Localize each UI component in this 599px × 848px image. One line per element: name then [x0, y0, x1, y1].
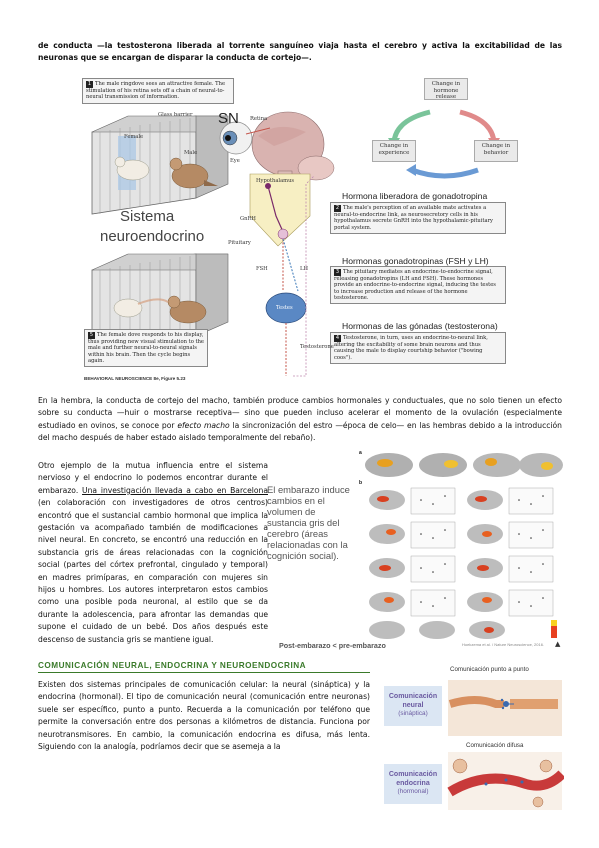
panel-b-grid — [369, 487, 557, 639]
pregnancy-figure-title: El embarazo induce cambios en el volumen… — [267, 484, 350, 561]
lh-label: LH — [300, 266, 308, 272]
figure1-credit: BEHAVIORAL NEUROSCIENCE 8e, Figure 5.23 — [84, 376, 186, 381]
retina-label: Retina — [250, 116, 268, 122]
gnrh-label: GnRH — [240, 216, 256, 222]
hypothalamus-pituitary — [249, 173, 311, 292]
testes — [265, 175, 315, 377]
cycle-node-experience: Change in experience — [372, 140, 416, 162]
brain-scans — [365, 453, 563, 639]
cycle-node-behavior: Change in behavior — [474, 140, 518, 162]
communication-paragraph: Existen dos sistemas principales de comu… — [38, 680, 370, 752]
top-cage — [91, 115, 229, 215]
heading-fsh-lh: Hormonas gonadotropinas (FSH y LH) — [342, 256, 489, 266]
eye-label: Eye — [230, 158, 240, 164]
synapse-diagram — [448, 680, 562, 736]
testes-label: Testes — [276, 305, 293, 311]
heading-gnrh: Hormona liberadora de gonadotropina — [342, 191, 488, 201]
neuroendocrino-label: neuroendocrino — [100, 228, 205, 245]
glass-barrier-label: Glass barrier — [158, 112, 193, 118]
male-label: Male — [184, 150, 198, 156]
sistema-label: Sistema — [120, 208, 175, 225]
neuroendocrine-illustration — [91, 109, 500, 377]
panel-a-label: a — [359, 450, 362, 456]
panel-a-brains — [365, 453, 563, 477]
cycle-node-hormone: Change in hormone release — [424, 78, 468, 100]
intro-paragraph: de conducta —la testosterona liberada al… — [38, 41, 562, 63]
heading-gonadas: Hormonas de las gónadas (testosterona) — [342, 321, 498, 331]
barcelona-study-link[interactable]: Una investigación llevada a cabo en Barc… — [82, 485, 268, 495]
panel-b-label: b — [359, 480, 363, 486]
male-dove-top — [169, 157, 218, 189]
eye — [219, 121, 271, 155]
endocrine-badge: Comunicación endocrina (hormonal) — [384, 764, 442, 804]
communication-figure: Comunicación punto a punto Comunicación … — [384, 666, 564, 810]
pregnancy-comparison-caption: Post-embarazo < pre-embarazo — [279, 641, 386, 650]
testosterone-label: Testosterone — [300, 344, 334, 350]
section-heading: COMUNICACIÓN NEURAL, ENDOCRINA Y NEUROEN… — [38, 661, 370, 673]
pituitary-label: Pituitary — [228, 240, 251, 246]
sn-label: SN — [218, 110, 239, 127]
bloodstream-diagram — [447, 752, 564, 810]
hypothalamus-label: Hypothalamus — [256, 178, 295, 184]
up-arrow-icon: ▲ — [555, 640, 561, 648]
pregnancy-figure-credit: Hoekzema et al. / Nature Neuroscience, 2… — [462, 642, 545, 647]
point-to-point-title: Comunicación punto a punto — [450, 666, 529, 673]
pregnancy-figure: El embarazo induce cambios en el volumen… — [267, 450, 565, 656]
neural-badge: Comunicación neural (sináptica) — [384, 686, 442, 726]
fsh-label: FSH — [256, 266, 268, 272]
communication-diagram — [447, 680, 564, 810]
pregnancy-paragraph: Otro ejemplo de la mutua influencia entr… — [38, 461, 268, 644]
female-paragraph: En la hembra, la conducta de cortejo del… — [38, 396, 562, 443]
diffuse-title: Comunicación difusa — [466, 742, 524, 749]
female-label: Female — [124, 134, 144, 140]
